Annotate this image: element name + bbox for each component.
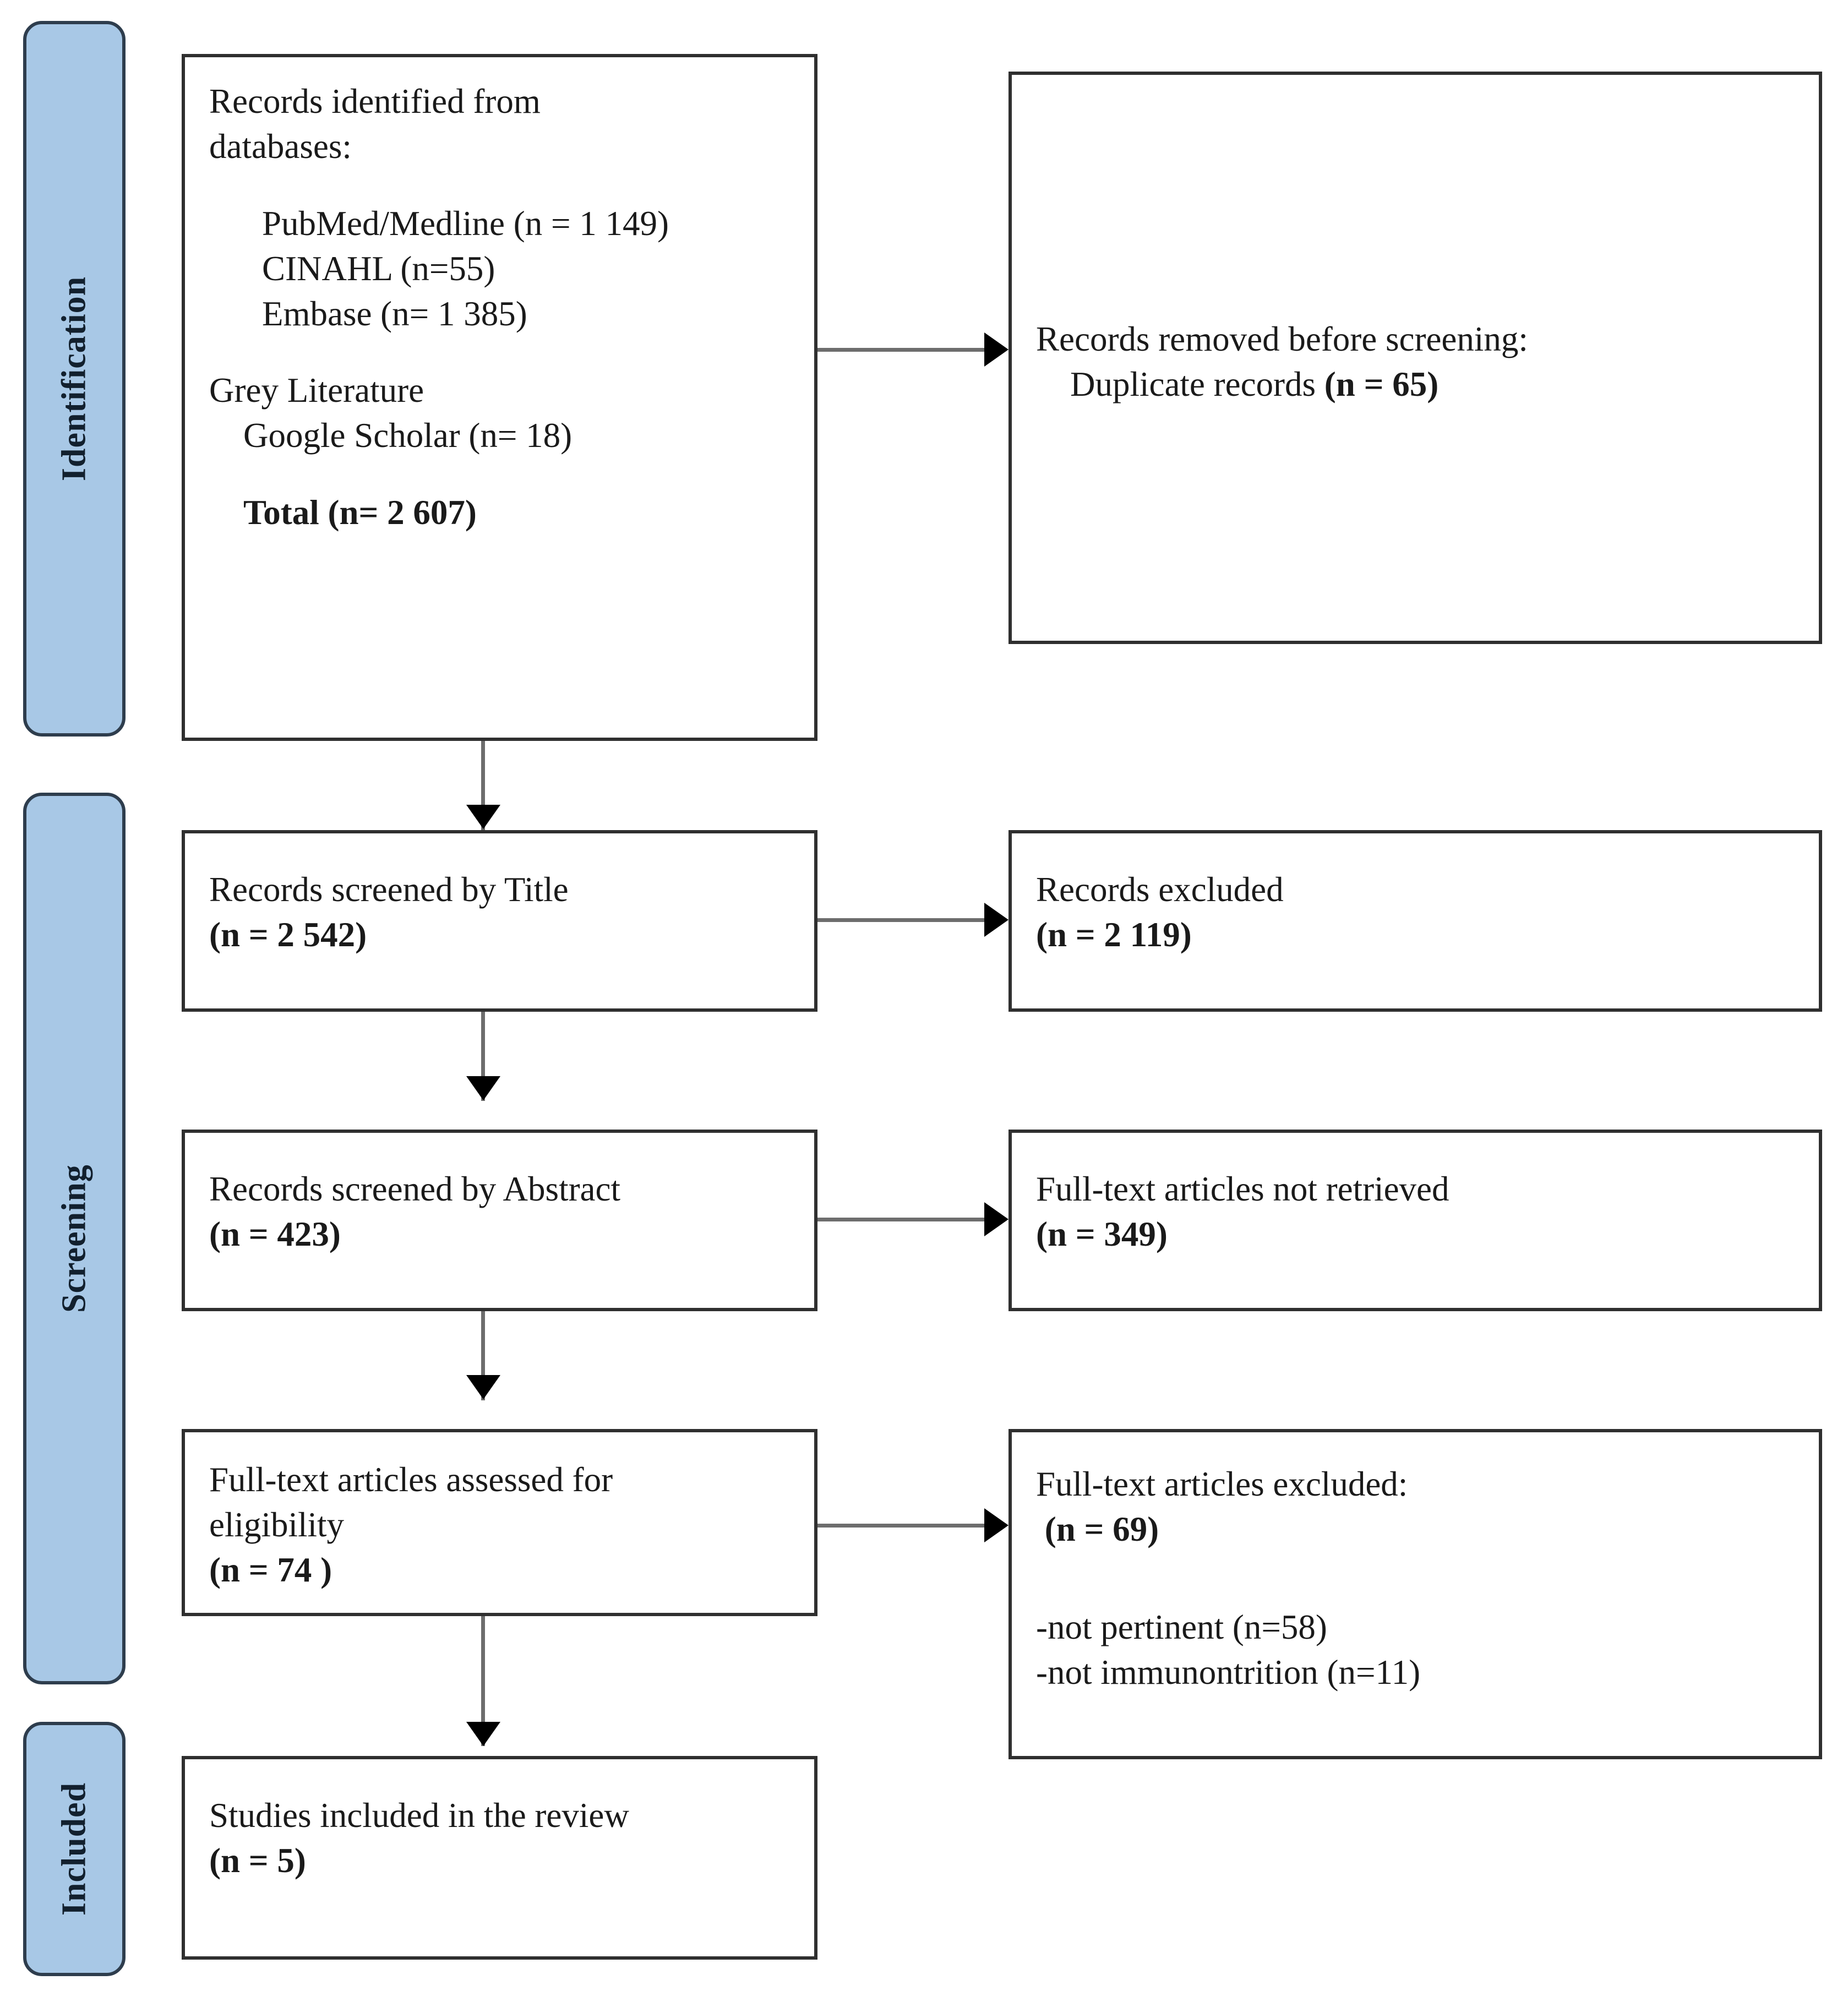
phase-label-screening: Screening bbox=[55, 1164, 93, 1313]
source-cinahl: CINAHL (n=55) bbox=[262, 249, 495, 288]
connector-eligibility-to-fulltext-excluded bbox=[817, 1524, 999, 1528]
connector-screened-title-to-abstract bbox=[481, 1012, 485, 1101]
not-retrieved-value: (n = 349) bbox=[1036, 1214, 1168, 1253]
connector-screened-title-to-excluded bbox=[817, 918, 999, 922]
screened-abstract-line1: Records screened by Abstract bbox=[209, 1170, 620, 1208]
arrowhead-eligibility-to-included bbox=[466, 1722, 500, 1746]
exclusion-reason-not-pertinent: -not pertinent (n=58) bbox=[1036, 1607, 1327, 1646]
box-fulltext-not-retrieved: Full-text articles not retrieved (n = 34… bbox=[1009, 1130, 1822, 1311]
phase-label-included: Included bbox=[55, 1782, 93, 1916]
connector-abstract-to-eligibility bbox=[481, 1311, 485, 1400]
arrowhead-screened-title-to-excluded bbox=[984, 903, 1009, 937]
exclusion-reason-not-immunontrition: -not immunontrition (n=11) bbox=[1036, 1652, 1421, 1692]
arrowhead-abstract-to-not-retrieved bbox=[984, 1202, 1009, 1236]
phase-band-included: Included bbox=[23, 1722, 126, 1976]
arrowhead-screened-title-to-abstract bbox=[466, 1076, 500, 1100]
grey-literature-header: Grey Literature bbox=[209, 371, 424, 410]
phase-band-screening: Screening bbox=[23, 793, 126, 1684]
box-fulltext-excluded: Full-text articles excluded: (n = 69) -n… bbox=[1009, 1429, 1822, 1759]
box-studies-included: Studies included in the review (n = 5) bbox=[182, 1756, 817, 1960]
arrowhead-abstract-to-eligibility bbox=[466, 1375, 500, 1399]
records-identified-title-line1: Records identified from bbox=[209, 82, 541, 121]
eligibility-value: (n = 74 ) bbox=[209, 1550, 332, 1589]
source-google-scholar: Google Scholar (n= 18) bbox=[243, 416, 573, 455]
duplicate-records-line: Duplicate records (n = 65) bbox=[1036, 362, 1795, 407]
screened-title-line1: Records screened by Title bbox=[209, 870, 569, 909]
records-removed-line1: Records removed before screening: bbox=[1036, 320, 1528, 358]
records-excluded-line1: Records excluded bbox=[1036, 870, 1284, 909]
arrowhead-identified-to-removed bbox=[984, 332, 1009, 367]
records-excluded-value: (n = 2 119) bbox=[1036, 915, 1192, 954]
connector-identified-to-removed bbox=[817, 348, 999, 352]
studies-included-line1: Studies included in the review bbox=[209, 1796, 629, 1835]
fulltext-excluded-value: (n = 69) bbox=[1036, 1509, 1159, 1548]
not-retrieved-line1: Full-text articles not retrieved bbox=[1036, 1170, 1449, 1208]
connector-identified-to-screened-title bbox=[481, 741, 485, 830]
box-records-identified: Records identified from databases: PubMe… bbox=[182, 54, 817, 741]
box-records-screened-title: Records screened by Title (n = 2 542) bbox=[182, 830, 817, 1012]
phase-band-identification: Identification bbox=[23, 21, 126, 737]
box-records-excluded: Records excluded (n = 2 119) bbox=[1009, 830, 1822, 1012]
connector-eligibility-to-included bbox=[481, 1616, 485, 1746]
screened-title-value: (n = 2 542) bbox=[209, 915, 367, 954]
duplicate-records-value: (n = 65) bbox=[1324, 364, 1439, 403]
source-pubmed: PubMed/Medline (n = 1 149) bbox=[262, 204, 669, 243]
arrowhead-identified-to-screened-title bbox=[466, 805, 500, 829]
box-records-screened-abstract: Records screened by Abstract (n = 423) bbox=[182, 1130, 817, 1311]
records-identified-total: Total (n= 2 607) bbox=[243, 493, 477, 532]
duplicate-records-text: Duplicate records bbox=[1070, 364, 1324, 403]
records-identified-title-line2: databases: bbox=[209, 127, 352, 166]
screened-abstract-value: (n = 423) bbox=[209, 1214, 341, 1253]
box-records-removed: Records removed before screening: Duplic… bbox=[1009, 72, 1822, 644]
box-fulltext-eligibility: Full-text articles assessed for eligibil… bbox=[182, 1429, 817, 1616]
studies-included-value: (n = 5) bbox=[209, 1841, 306, 1880]
eligibility-line2: eligibility bbox=[209, 1505, 344, 1544]
arrowhead-eligibility-to-fulltext-excluded bbox=[984, 1508, 1009, 1542]
phase-label-identification: Identification bbox=[55, 276, 93, 482]
connector-abstract-to-not-retrieved bbox=[817, 1218, 999, 1221]
eligibility-line1: Full-text articles assessed for bbox=[209, 1460, 613, 1499]
source-embase: Embase (n= 1 385) bbox=[262, 294, 527, 333]
fulltext-excluded-line1: Full-text articles excluded: bbox=[1036, 1465, 1408, 1503]
